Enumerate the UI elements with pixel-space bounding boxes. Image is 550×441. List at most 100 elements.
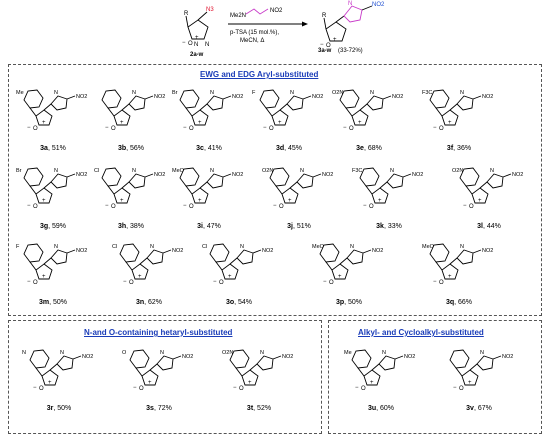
- svg-text:O: O: [33, 126, 38, 132]
- svg-text:+: +: [468, 380, 472, 386]
- svg-text:O: O: [269, 126, 274, 132]
- svg-text:+: +: [42, 274, 46, 280]
- svg-text:−: −: [453, 385, 457, 391]
- triazole-n: N: [132, 90, 136, 96]
- triazole-n: N: [240, 244, 244, 250]
- substituent: MeO: [172, 168, 185, 174]
- compound-id: 3p: [335, 299, 345, 306]
- svg-text:+: +: [288, 198, 292, 204]
- reactant-n3: N3: [206, 7, 214, 13]
- compound-yield: , 41%: [203, 145, 222, 152]
- substituent: F: [16, 244, 20, 250]
- compound-id: 3a: [40, 145, 48, 152]
- svg-text:+: +: [198, 198, 202, 204]
- no2-group: NO2: [392, 94, 403, 100]
- substituent: Cl: [202, 244, 207, 250]
- substituent: F: [252, 90, 256, 96]
- compound-yield: , 56%: [126, 145, 145, 152]
- compound-id: 3g: [39, 223, 49, 230]
- svg-text:+: +: [248, 380, 252, 386]
- no2-group: NO2: [312, 94, 323, 100]
- svg-text:O: O: [369, 204, 374, 210]
- triazole-n: N: [54, 244, 58, 250]
- svg-text:+: +: [120, 120, 124, 126]
- no2-group: NO2: [232, 172, 243, 178]
- compound-label: 3l, 44%: [450, 223, 528, 230]
- svg-text:−: −: [263, 125, 267, 131]
- compound-yield: , 38%: [126, 223, 145, 230]
- aryl-section-box: [8, 64, 542, 316]
- svg-text:O: O: [349, 126, 354, 132]
- product-yield: (33-72%): [338, 48, 363, 54]
- svg-text:−: −: [27, 125, 31, 131]
- svg-text:−: −: [213, 279, 217, 285]
- triazole-n: N: [480, 350, 484, 356]
- svg-text:NO2: NO2: [372, 2, 385, 8]
- compound-id: 3o: [225, 299, 235, 306]
- svg-text:O: O: [111, 126, 116, 132]
- no2-group: NO2: [182, 354, 193, 360]
- substituent: Cl: [112, 244, 117, 250]
- hetaryl-section-title: N-and O-containing hetaryl-substituted: [84, 328, 233, 337]
- substituent: Br: [16, 168, 22, 174]
- svg-text:O: O: [279, 204, 284, 210]
- substituent: O2N: [452, 168, 463, 174]
- triazole-n: N: [160, 350, 164, 356]
- compound-label: 3b, 56%: [92, 145, 170, 152]
- compound-yield: , 60%: [376, 405, 395, 412]
- svg-text:−: −: [343, 125, 347, 131]
- svg-text:O: O: [439, 280, 444, 286]
- product-structure: R NO2 N − O +: [320, 1, 385, 49]
- no2-group: NO2: [322, 172, 333, 178]
- reagent-nme2: Me2N: [230, 13, 246, 19]
- no2-group: NO2: [76, 172, 87, 178]
- svg-text:O: O: [33, 204, 38, 210]
- svg-text:+: +: [198, 120, 202, 126]
- compound-label: 3m, 50%: [14, 299, 92, 306]
- svg-text:O: O: [189, 204, 194, 210]
- triazole-n: N: [460, 90, 464, 96]
- svg-text:+: +: [448, 274, 452, 280]
- svg-text:O: O: [189, 126, 194, 132]
- triazole-n: N: [54, 90, 58, 96]
- triazole-n: N: [460, 244, 464, 250]
- compound-label: 3p, 50%: [310, 299, 388, 306]
- svg-text:O: O: [129, 280, 134, 286]
- alkyl-section-box: [328, 320, 542, 434]
- no2-group: NO2: [172, 248, 183, 254]
- compound-yield: , 51%: [292, 223, 311, 230]
- compound-yield: , 72%: [153, 405, 172, 412]
- reactant-label: 2a-w: [190, 52, 204, 58]
- compound-label: 3r, 50%: [20, 405, 98, 412]
- compound-yield: , 50%: [344, 299, 363, 306]
- svg-text:+: +: [378, 198, 382, 204]
- compound-yield: , 47%: [202, 223, 221, 230]
- svg-text:N: N: [205, 42, 209, 48]
- substituent: Br: [172, 90, 178, 96]
- no2-group: NO2: [404, 354, 415, 360]
- compound-id: 3l: [477, 223, 483, 230]
- triazole-n: N: [382, 350, 386, 356]
- svg-text:−: −: [363, 203, 367, 209]
- no2-group: NO2: [502, 354, 513, 360]
- svg-text:−: −: [105, 203, 109, 209]
- svg-text:O: O: [111, 204, 116, 210]
- svg-text:R: R: [322, 13, 327, 19]
